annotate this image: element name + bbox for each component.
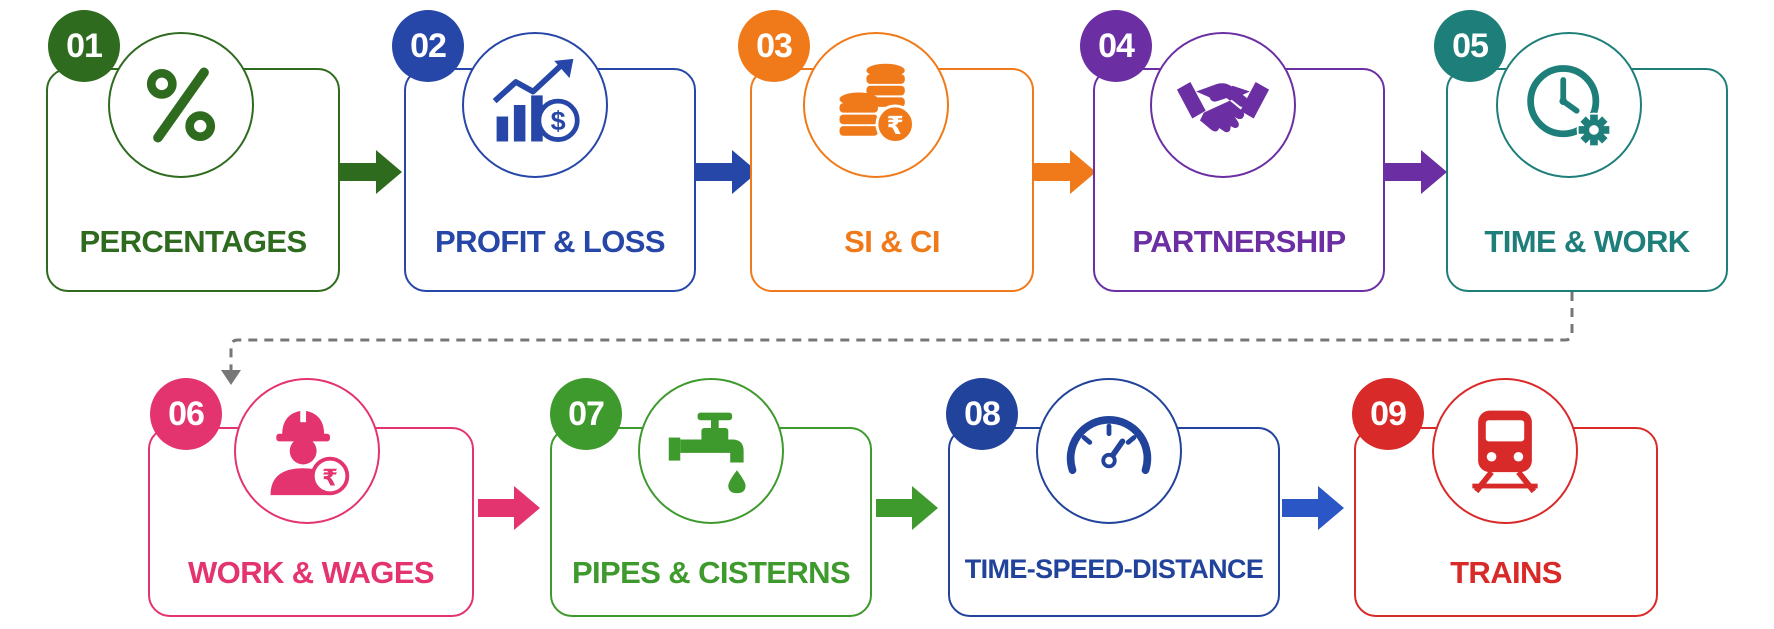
water-tap-icon (668, 412, 746, 494)
step-icon-circle-02: $ (462, 32, 608, 178)
step-number-badge: 03 (738, 10, 810, 82)
step-label: PARTNERSHIP (1132, 224, 1346, 259)
handshake-icon (1176, 81, 1270, 133)
svg-text:₹: ₹ (887, 111, 904, 140)
step-card-02: PROFIT & LOSS (404, 68, 696, 292)
worker-rupee-icon: ₹ (270, 406, 350, 496)
step-icon-circle-05 (1496, 32, 1642, 178)
step-label: TIME-SPEED-DISTANCE (964, 554, 1264, 584)
step-label: PROFIT & LOSS (435, 224, 665, 259)
step-icon-circle-01 (108, 32, 254, 178)
step-label: WORK & WAGES (188, 555, 435, 590)
step-icon-circle-03: ₹ (803, 32, 949, 178)
step-label: SI & CI (844, 224, 940, 259)
step-label: PERCENTAGES (79, 224, 307, 259)
step-icon-circle-07 (638, 378, 784, 524)
step-label: PIPES & CISTERNS (571, 555, 851, 590)
arrow-right (340, 150, 402, 194)
step-icon-circle-04 (1150, 32, 1296, 178)
step-number-badge: 08 (946, 378, 1018, 450)
percent-icon (146, 67, 216, 143)
step-icon-circle-09 (1432, 378, 1578, 524)
arrow-right (478, 486, 540, 530)
step-number-badge: 02 (392, 10, 464, 82)
svg-text:₹: ₹ (322, 466, 338, 492)
step-icon-circle-06: ₹ (234, 378, 380, 524)
step-number-badge: 05 (1434, 10, 1506, 82)
coins-rupee-icon: ₹ (839, 63, 915, 144)
arrow-right (1282, 486, 1344, 530)
svg-text:$: $ (551, 106, 566, 136)
profit-chart-icon: $ (492, 58, 580, 142)
step-number-badge: 06 (150, 378, 222, 450)
connector-arrowhead (221, 370, 241, 385)
step-number-badge: 01 (48, 10, 120, 82)
step-icon-circle-08 (1036, 378, 1182, 524)
step-label: TRAINS (1450, 555, 1562, 590)
arrow-right (876, 486, 938, 530)
step-number-badge: 07 (550, 378, 622, 450)
step-number-badge: 04 (1080, 10, 1152, 82)
speedometer-icon (1066, 416, 1152, 475)
step-number-badge: 09 (1352, 378, 1424, 450)
arrow-right (1385, 150, 1447, 194)
clock-gear-icon (1527, 65, 1612, 148)
train-icon (1472, 410, 1538, 494)
arrow-right (1034, 150, 1096, 194)
step-label: TIME & WORK (1484, 224, 1690, 259)
arrow-right (696, 150, 758, 194)
